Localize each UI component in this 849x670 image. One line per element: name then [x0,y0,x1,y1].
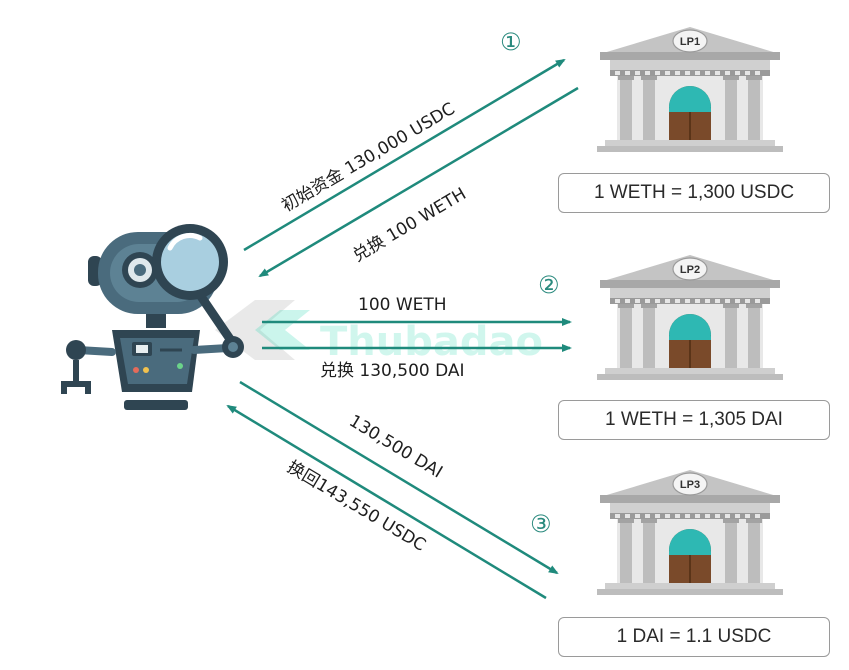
pool-name-lp3: LP3 [680,479,700,491]
step3-out-label: 130,500 DAI [345,411,445,482]
step2-back-label: 兑换 130,500 DAI [320,361,465,381]
step3-back-label: 换回143,550 USDC [283,457,429,555]
step-number-1: ① [500,28,522,56]
step1-out-label: 初始资金 130,000 USDC [278,99,458,216]
watermark-text: Thubadao [320,319,543,365]
arrow-step1-back [258,86,579,278]
pool-rate-lp2: 1 WETH = 1,305 DAI [558,400,830,440]
pool-rate-lp3: 1 DAI = 1.1 USDC [558,617,830,657]
step-number-3: ③ [530,510,552,538]
step2-out-label: 100 WETH [358,295,447,315]
pool-name-lp1: LP1 [680,36,700,48]
pool-rate-lp1: 1 WETH = 1,300 USDC [558,173,830,213]
bank-building-icon: LP2 [596,254,784,381]
arrow-step1-out [243,58,566,252]
arrow-step3-out [239,380,559,575]
pool-name-lp2: LP2 [680,264,700,276]
step1-back-label: 兑换 100 WETH [349,184,469,266]
bank-building-icon: LP3 [596,469,784,596]
robot-with-magnifier-icon [61,224,244,410]
step-number-2: ② [538,271,560,299]
arrow-step3-back [226,404,547,600]
bank-building-icon: LP1 [596,26,784,153]
